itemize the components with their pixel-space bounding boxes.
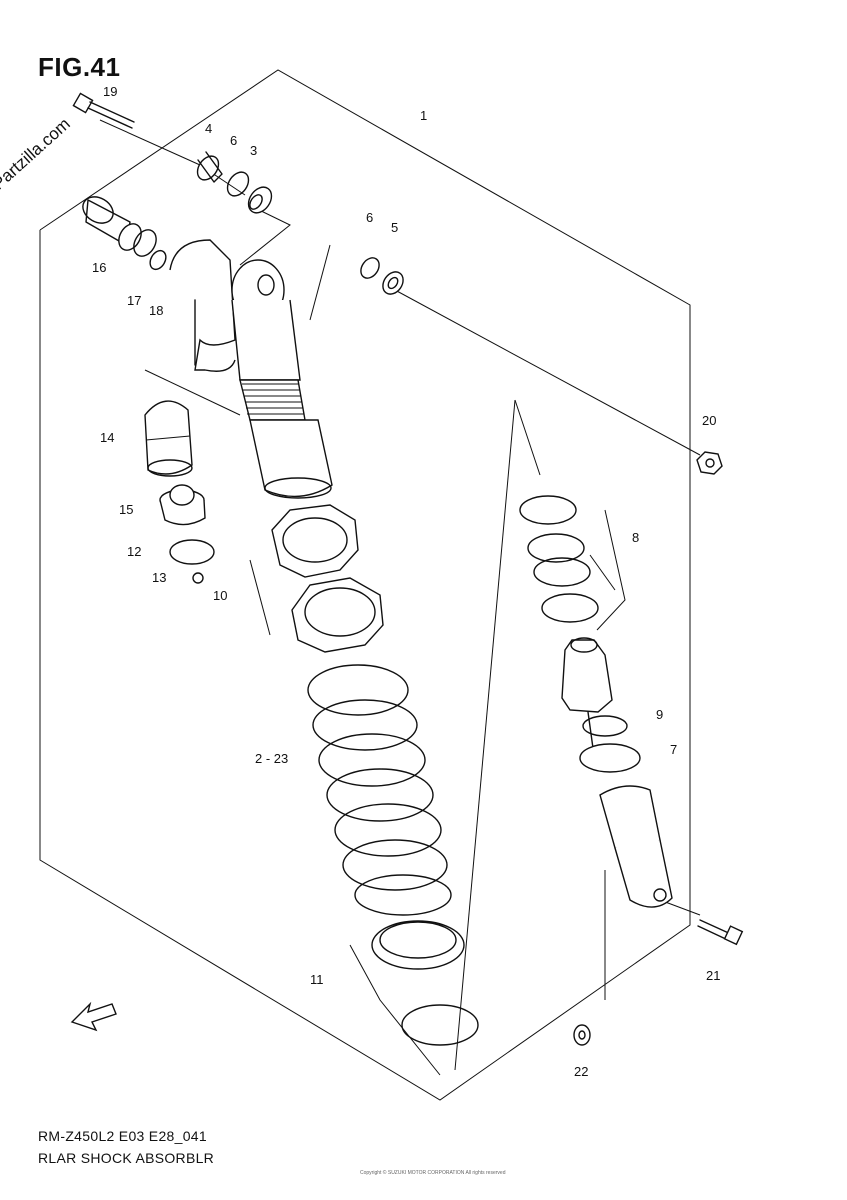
eye-end — [599, 785, 673, 908]
stopper-13 — [192, 572, 204, 584]
callout-5: 5 — [391, 220, 398, 235]
callout-17: 17 — [127, 293, 141, 308]
seal-6-mid — [360, 257, 380, 279]
callout-13: 13 — [152, 570, 166, 585]
copyright-note: Copyright © SUZUKI MOTOR CORPORATION All… — [360, 1170, 506, 1176]
callout-19: 19 — [103, 84, 117, 99]
nut-20 — [696, 451, 723, 475]
callout-22: 22 — [574, 1064, 588, 1079]
bump-cover-14 — [144, 400, 193, 477]
shock-body — [169, 239, 333, 499]
callout-12: 12 — [127, 544, 141, 559]
bolt-19 — [72, 92, 135, 129]
ring-18 — [149, 249, 167, 271]
collar-4 — [196, 151, 223, 183]
callout-16: 16 — [92, 260, 106, 275]
callout-18: 18 — [149, 303, 163, 318]
callout-2-23: 2 - 23 — [255, 751, 288, 766]
damper-rod-9 — [561, 637, 628, 771]
retainer-ring — [401, 1004, 479, 1046]
callout-3: 3 — [250, 143, 257, 158]
model-code: RM-Z450L2 E03 E28_041 — [38, 1128, 207, 1144]
collar-5 — [382, 271, 404, 295]
callout-21: 21 — [706, 968, 720, 983]
rings-8 — [519, 495, 599, 623]
callout-20: 20 — [702, 413, 716, 428]
callout-15: 15 — [119, 502, 133, 517]
callout-10: 10 — [213, 588, 227, 603]
collar-22 — [573, 1024, 591, 1046]
spring-nut-10b — [291, 577, 384, 653]
callout-11: 11 — [310, 972, 324, 987]
callout-8: 8 — [632, 530, 639, 545]
fwd-arrow-icon — [70, 1001, 117, 1032]
bearing-3 — [247, 186, 273, 214]
spring-seat-11 — [371, 920, 465, 970]
spring-nut-10a — [271, 504, 359, 578]
o-ring-17 — [133, 229, 157, 257]
seal-7 — [579, 743, 641, 773]
assembly-boundary — [39, 69, 691, 1101]
coil-spring — [307, 664, 452, 916]
bump-rubber-15 — [159, 484, 206, 526]
callout-7: 7 — [670, 742, 677, 757]
figure-label: FIG.41 — [38, 52, 121, 82]
diagram-name: RLAR SHOCK ABSORBLR — [38, 1150, 215, 1166]
reservoir-cap-16 — [82, 196, 142, 251]
callout-6-top: 6 — [230, 133, 237, 148]
callout-labels: 1 2 - 23 3 4 5 6 6 7 8 9 10 11 12 13 14 … — [92, 84, 720, 1079]
callout-4: 4 — [205, 121, 212, 136]
callout-14: 14 — [100, 430, 114, 445]
seal-6-top — [226, 171, 250, 197]
callout-1: 1 — [420, 108, 427, 123]
callout-6-mid: 6 — [366, 210, 373, 225]
bolt-21 — [697, 919, 744, 946]
callout-9: 9 — [656, 707, 663, 722]
circlip-12 — [169, 539, 215, 565]
